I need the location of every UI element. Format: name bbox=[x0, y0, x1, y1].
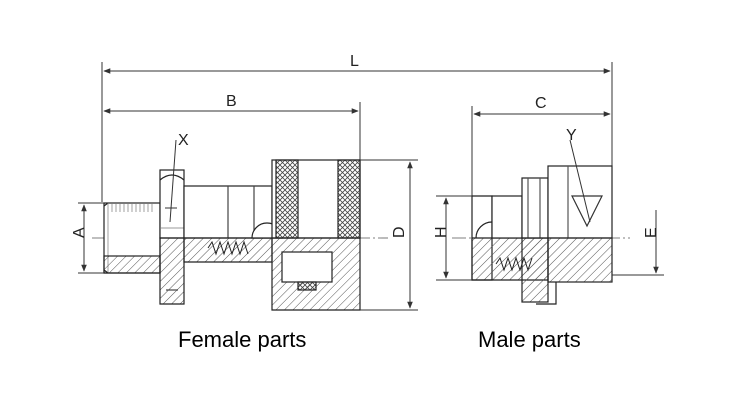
y-marker bbox=[569, 139, 591, 223]
dimension-h-label: H bbox=[433, 226, 450, 238]
dimension-a-label: A bbox=[71, 227, 88, 238]
x-marker bbox=[165, 139, 177, 223]
female-part bbox=[103, 159, 361, 311]
dimension-b-label: B bbox=[226, 93, 237, 110]
dimension-e bbox=[612, 210, 664, 276]
dimension-l-label: L bbox=[350, 53, 359, 70]
dimension-b bbox=[103, 102, 361, 160]
dimension-a bbox=[78, 202, 104, 274]
x-label: X bbox=[178, 132, 189, 149]
female-parts-caption: Female parts bbox=[178, 327, 307, 352]
dimension-h bbox=[436, 195, 472, 281]
y-label: Y bbox=[566, 127, 577, 144]
dimension-d-label: D bbox=[391, 226, 408, 238]
male-parts-caption: Male parts bbox=[478, 327, 581, 352]
dimension-c-label: C bbox=[535, 95, 547, 112]
dimension-c bbox=[471, 106, 611, 196]
male-part bbox=[471, 165, 613, 305]
dimension-e-label: E bbox=[643, 227, 660, 238]
dimension-d bbox=[360, 159, 418, 311]
